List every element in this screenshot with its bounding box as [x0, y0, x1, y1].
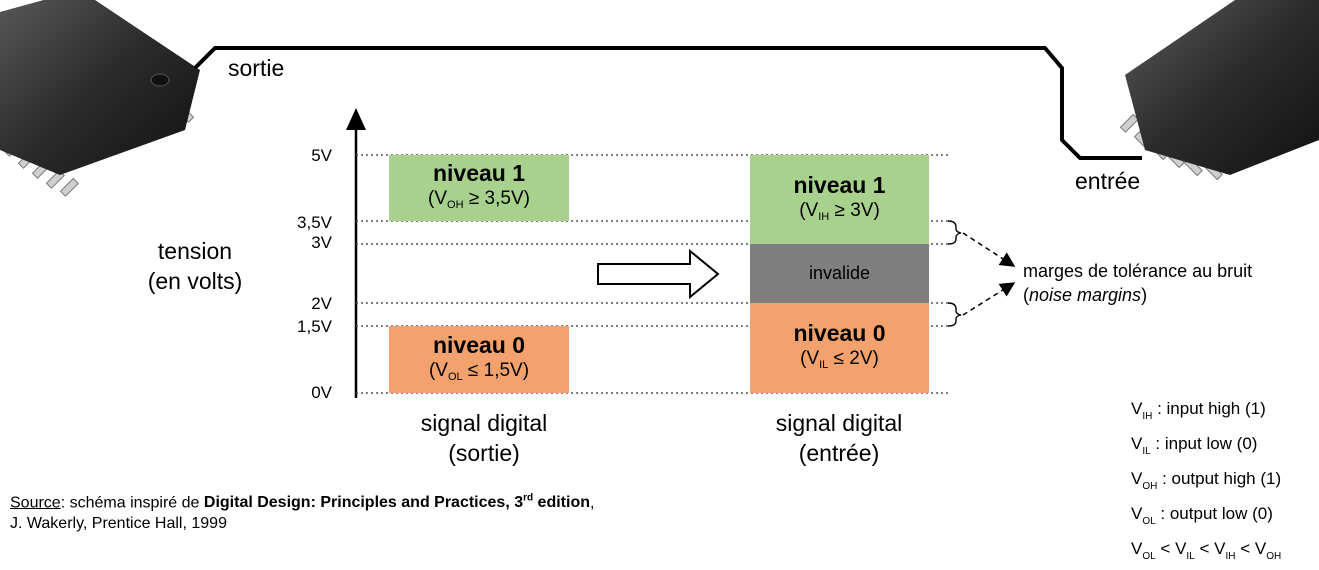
tick-label: 2V	[311, 294, 332, 313]
tick-label: 3V	[311, 233, 332, 252]
noise-margins-line2: (noise margins)	[1023, 285, 1148, 305]
source-line1: Source: schéma inspiré de Digital Design…	[10, 493, 595, 512]
noise-margins-line1: marges de tolérance au bruit	[1023, 261, 1253, 281]
input-low-condition: (VIL ≤ 2V)	[800, 348, 879, 371]
input-low-title: niveau 0	[793, 320, 886, 346]
legend-item: VIL : input low (0)	[1131, 434, 1258, 457]
output-signal-line1: signal digital	[420, 410, 548, 436]
input-high-title: niveau 1	[793, 171, 886, 198]
lower-margin-brace	[947, 302, 962, 327]
axis-label-line1: tension	[157, 238, 233, 264]
axis-label-line2: (en volts)	[147, 268, 243, 294]
output-signal-line2: (sortie)	[448, 440, 520, 466]
input-signal-line2: (entrée)	[798, 440, 880, 466]
output-signal-label: signal digital (sortie)	[384, 408, 584, 468]
legend-item: VOL : output low (0)	[1131, 504, 1273, 527]
transfer-arrow-icon	[597, 248, 720, 300]
legend: VIH : input high (1) VIL : input low (0)…	[1131, 395, 1281, 570]
input-label: entrée	[1075, 168, 1141, 194]
diagram-graphics	[0, 0, 1319, 398]
input-high-condition: (VIH ≥ 3V)	[799, 199, 880, 223]
tick-label: 1,5V	[297, 317, 332, 336]
source-citation: Source: schéma inspiré de Digital Design…	[10, 488, 594, 534]
legend-item: VIH : input high (1)	[1131, 399, 1266, 422]
upper-margin-brace	[947, 220, 962, 245]
tick-label: 0V	[311, 383, 332, 402]
tick-label: 3,5V	[297, 213, 332, 232]
output-label: sortie	[228, 55, 285, 81]
tick-label: 5V	[311, 146, 332, 165]
input-chip-icon	[1119, 0, 1319, 181]
input-signal-label: signal digital (entrée)	[739, 408, 939, 468]
input-signal-line1: signal digital	[775, 410, 903, 436]
connection-wire	[193, 46, 1142, 160]
input-high-level-box: niveau 1 (VIH ≥ 3V)	[750, 155, 929, 244]
output-high-title: niveau 1	[432, 160, 526, 186]
input-low-level-box: niveau 0 (VIL ≤ 2V)	[750, 303, 929, 393]
source-line2: J. Wakerly, Prentice Hall, 1999	[10, 515, 227, 533]
output-low-level-box: niveau 0 (VOL ≤ 1,5V)	[389, 326, 569, 393]
axis-label: tension (en volts)	[120, 236, 270, 296]
output-chip-icon	[0, 0, 200, 197]
output-high-condition: (VOH ≥ 3,5V)	[428, 188, 530, 211]
legend-item: VOH : output high (1)	[1131, 469, 1282, 492]
output-high-level-box: niveau 1 (VOH ≥ 3,5V)	[389, 155, 569, 221]
legend-relation: VOL < VIL < VIH < VOH	[1131, 539, 1282, 562]
invalid-label: invalide	[808, 263, 871, 283]
output-low-condition: (VOL ≤ 1,5V)	[428, 359, 530, 383]
invalid-zone-box: invalide	[750, 244, 929, 303]
output-low-title: niveau 0	[432, 331, 526, 358]
noise-margins-label: marges de tolérance au bruit (noise marg…	[1023, 259, 1252, 307]
